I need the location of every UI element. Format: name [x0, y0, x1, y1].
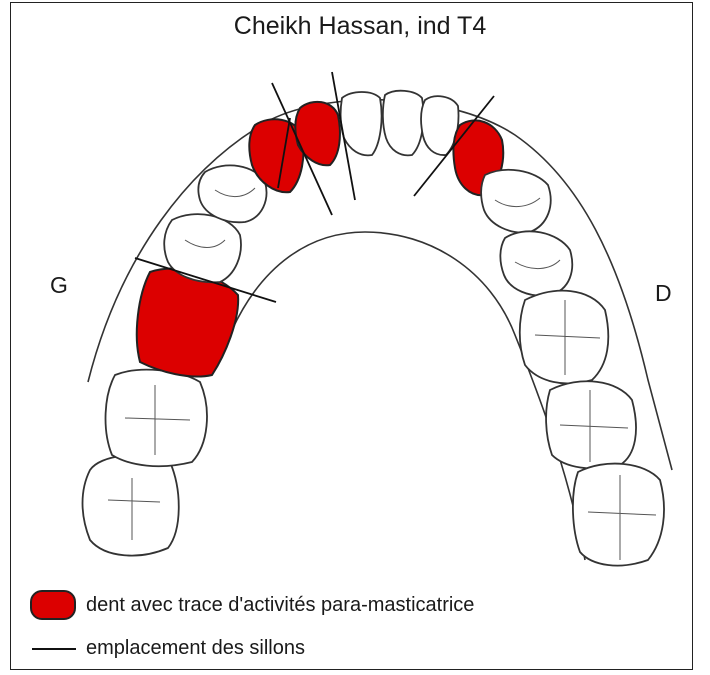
left-molar-2 [106, 370, 207, 467]
marked-tooth-swatch [30, 590, 76, 620]
legend-marked-tooth-label: dent avec trace d'activités para-mastica… [86, 594, 474, 617]
right-premolar-2 [500, 231, 572, 295]
right-premolar-1 [481, 170, 551, 233]
left-premolar-2 [164, 214, 241, 282]
right-molar-3 [573, 464, 664, 566]
legend-groove-line: emplacement des sillons [30, 637, 305, 660]
central-incisors [341, 91, 459, 156]
right-molar-2 [546, 381, 636, 468]
left-side-label: G [50, 272, 68, 299]
left-molar-3 [83, 455, 179, 555]
right-side-label: D [655, 280, 672, 307]
right-molar-1 [520, 291, 609, 384]
legend-marked-tooth: dent avec trace d'activités para-mastica… [30, 590, 474, 620]
legend-groove-line-label: emplacement des sillons [86, 637, 305, 660]
groove-line-swatch [32, 648, 76, 650]
